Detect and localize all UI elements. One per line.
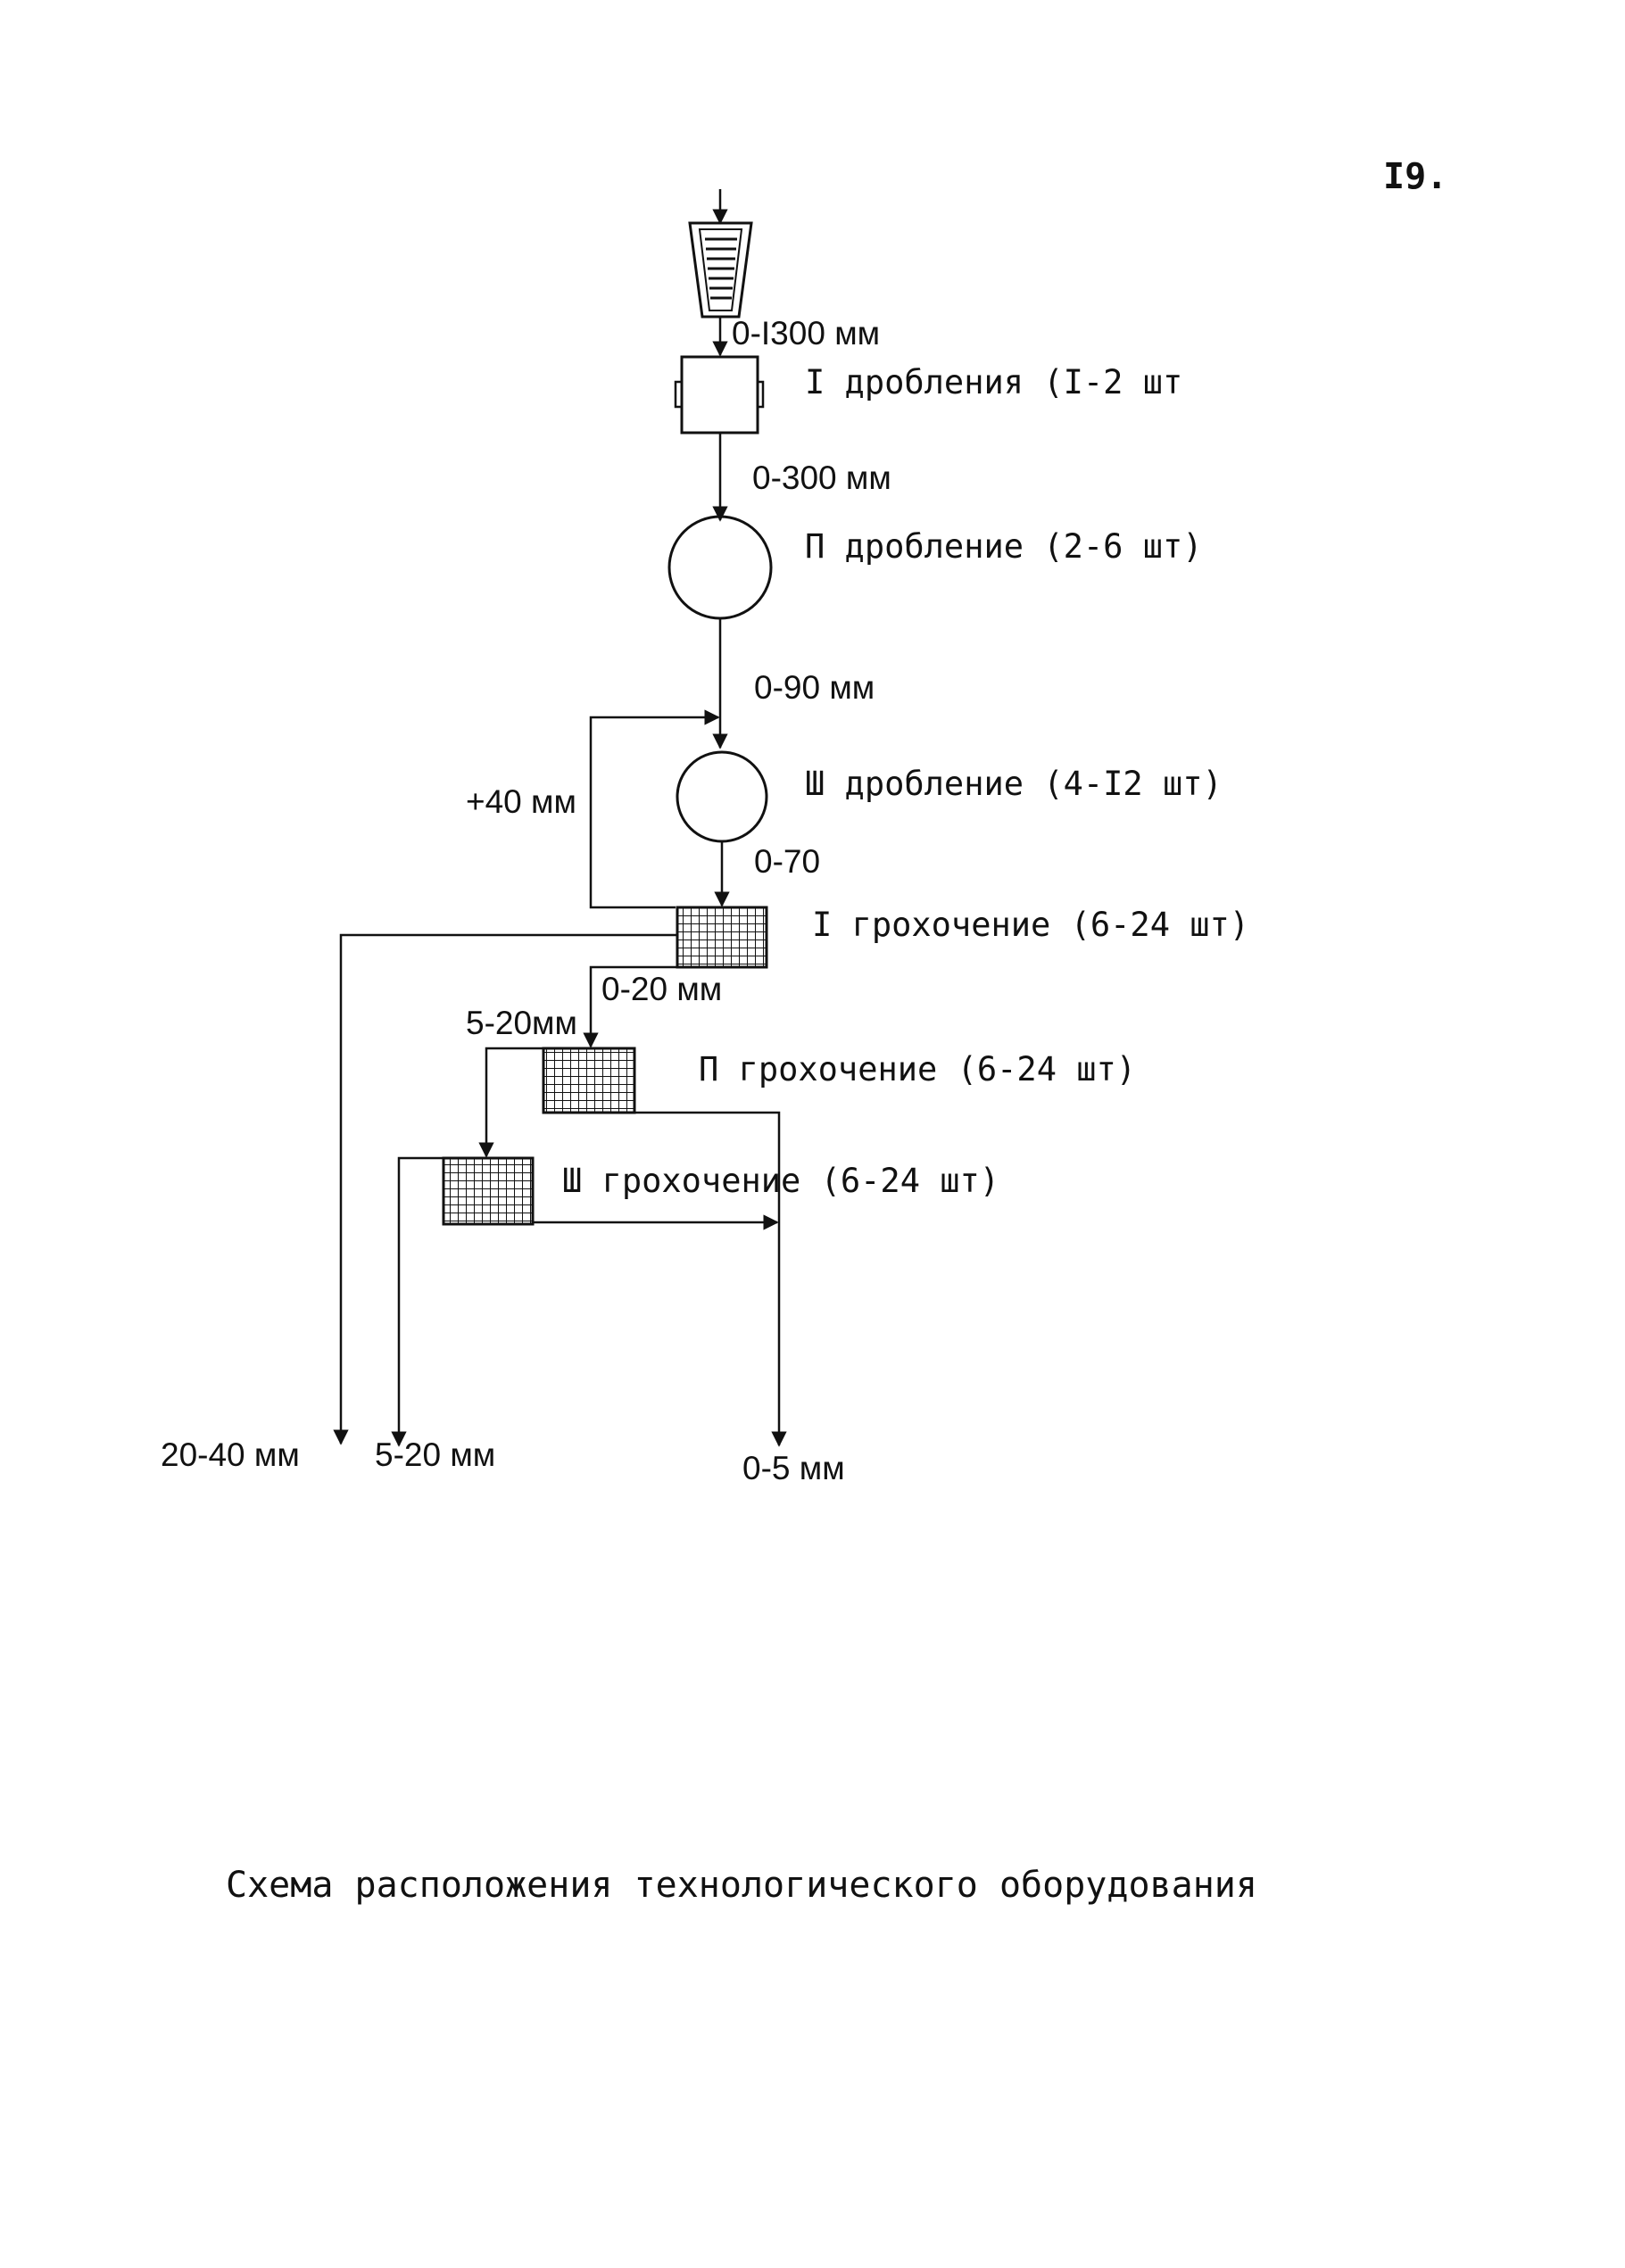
screen-1-icon	[676, 906, 768, 969]
stage-label-screening-3: Ш грохочение (6-24 шт)	[562, 1162, 1000, 1200]
product-5-20-line	[391, 1156, 444, 1447]
stage-label-screening-1: I грохочение (6-24 шт)	[812, 906, 1250, 944]
screen-2-icon	[542, 1047, 636, 1114]
flow-label-after-crushing-1: 0-300 мм	[752, 459, 891, 496]
stage-label-crushing-3: Ш дробление (4-I2 шт)	[805, 765, 1223, 803]
stage-label-screening-2: П грохочение (6-24 шт)	[699, 1050, 1137, 1088]
stage-label-crushing-2: П дробление (2-6 шт)	[805, 527, 1203, 566]
flow-label-feed: 0-I300 мм	[732, 315, 881, 352]
flow-label-screen1-under: 0-20 мм	[601, 971, 723, 1007]
stage-label-crushing-1: I дробления (I-2 шт	[805, 363, 1183, 401]
screen-2-to-3-line	[478, 1047, 543, 1158]
output-label-5-20: 5-20 мм	[375, 1436, 496, 1473]
fines-line	[634, 1111, 787, 1447]
crusher-3-icon	[676, 750, 768, 843]
flow-label-oversize-return: +40 мм	[466, 783, 576, 820]
flow-label-after-crushing-3: 0-70	[754, 843, 821, 880]
output-label-20-40: 20-40 мм	[161, 1436, 300, 1473]
crusher-2-icon	[667, 515, 773, 620]
output-label-0-5: 0-5 мм	[742, 1450, 845, 1486]
undersize-line-0-20	[583, 965, 677, 1048]
page-number: I9.	[1383, 156, 1448, 197]
jaw-crusher-icon	[674, 355, 765, 435]
oversize-return-line	[589, 709, 720, 909]
flow-label-after-crushing-2: 0-90 мм	[754, 669, 875, 706]
product-20-40-line	[333, 933, 677, 1445]
flow-label-screen2-feed: 5-20мм	[466, 1005, 577, 1041]
caption: Схема расположения технологического обор…	[226, 1865, 1257, 1906]
hopper-icon	[688, 221, 753, 319]
screen-3-icon	[442, 1156, 535, 1226]
